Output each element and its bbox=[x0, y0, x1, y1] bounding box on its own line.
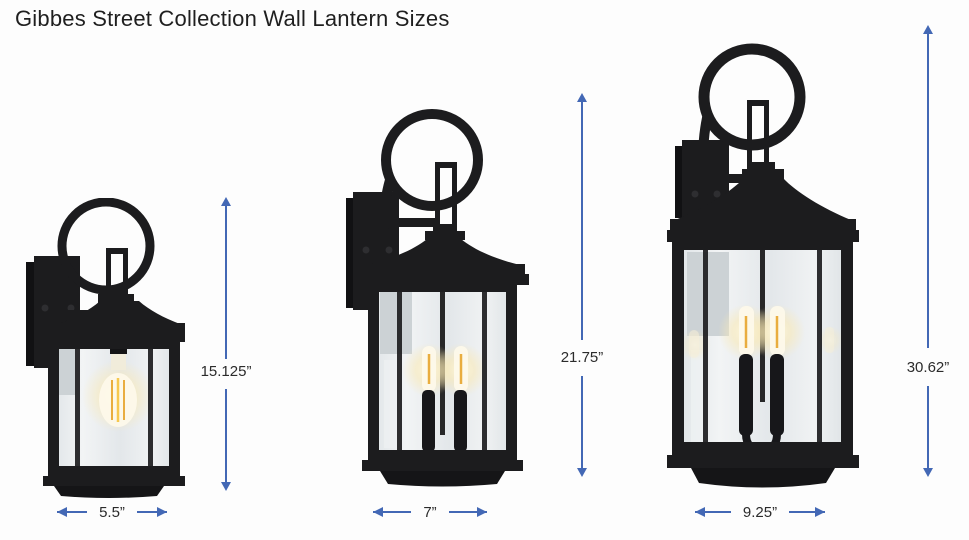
medium-wall-lantern-image bbox=[340, 108, 535, 492]
arrow-down-icon bbox=[221, 482, 231, 491]
width-dimension-small: 5.5” bbox=[57, 500, 168, 524]
width-dimension-large: 9.25” bbox=[695, 500, 826, 524]
dimension-line bbox=[225, 204, 227, 359]
dimension-line bbox=[927, 32, 929, 348]
dimension-line bbox=[225, 389, 227, 483]
page-title: Gibbes Street Collection Wall Lantern Si… bbox=[15, 6, 450, 31]
large-lantern-drawing bbox=[667, 43, 859, 488]
dimension-line bbox=[581, 100, 583, 340]
arrow-down-icon bbox=[577, 468, 587, 477]
width-label-large: 9.25” bbox=[742, 503, 778, 521]
arrow-up-icon bbox=[923, 25, 933, 34]
arrow-left-icon bbox=[373, 507, 412, 517]
height-dimension-medium: 21.75” bbox=[542, 93, 622, 477]
arrow-up-icon bbox=[221, 197, 231, 206]
small-wall-lantern-image bbox=[18, 198, 200, 498]
arrow-right-icon bbox=[136, 507, 168, 517]
height-label-medium: 21.75” bbox=[560, 349, 604, 366]
height-dimension-large: 30.62” bbox=[888, 25, 968, 477]
width-label-medium: 7” bbox=[423, 503, 437, 521]
dimension-line bbox=[927, 386, 929, 469]
arrow-right-icon bbox=[789, 507, 826, 517]
medium-lantern-drawing bbox=[346, 109, 529, 487]
height-label-small: 15.125” bbox=[200, 363, 252, 380]
arrow-right-icon bbox=[448, 507, 488, 517]
dimension-line bbox=[581, 376, 583, 469]
arrow-left-icon bbox=[695, 507, 731, 517]
large-wall-lantern-image bbox=[665, 40, 860, 495]
height-dimension-small: 15.125” bbox=[186, 197, 266, 491]
small-lantern-drawing bbox=[26, 198, 185, 498]
width-dimension-medium: 7” bbox=[373, 500, 488, 524]
height-label-large: 30.62” bbox=[906, 359, 950, 376]
arrow-up-icon bbox=[577, 93, 587, 102]
arrow-left-icon bbox=[57, 507, 88, 517]
arrow-down-icon bbox=[923, 468, 933, 477]
width-label-small: 5.5” bbox=[99, 503, 125, 521]
